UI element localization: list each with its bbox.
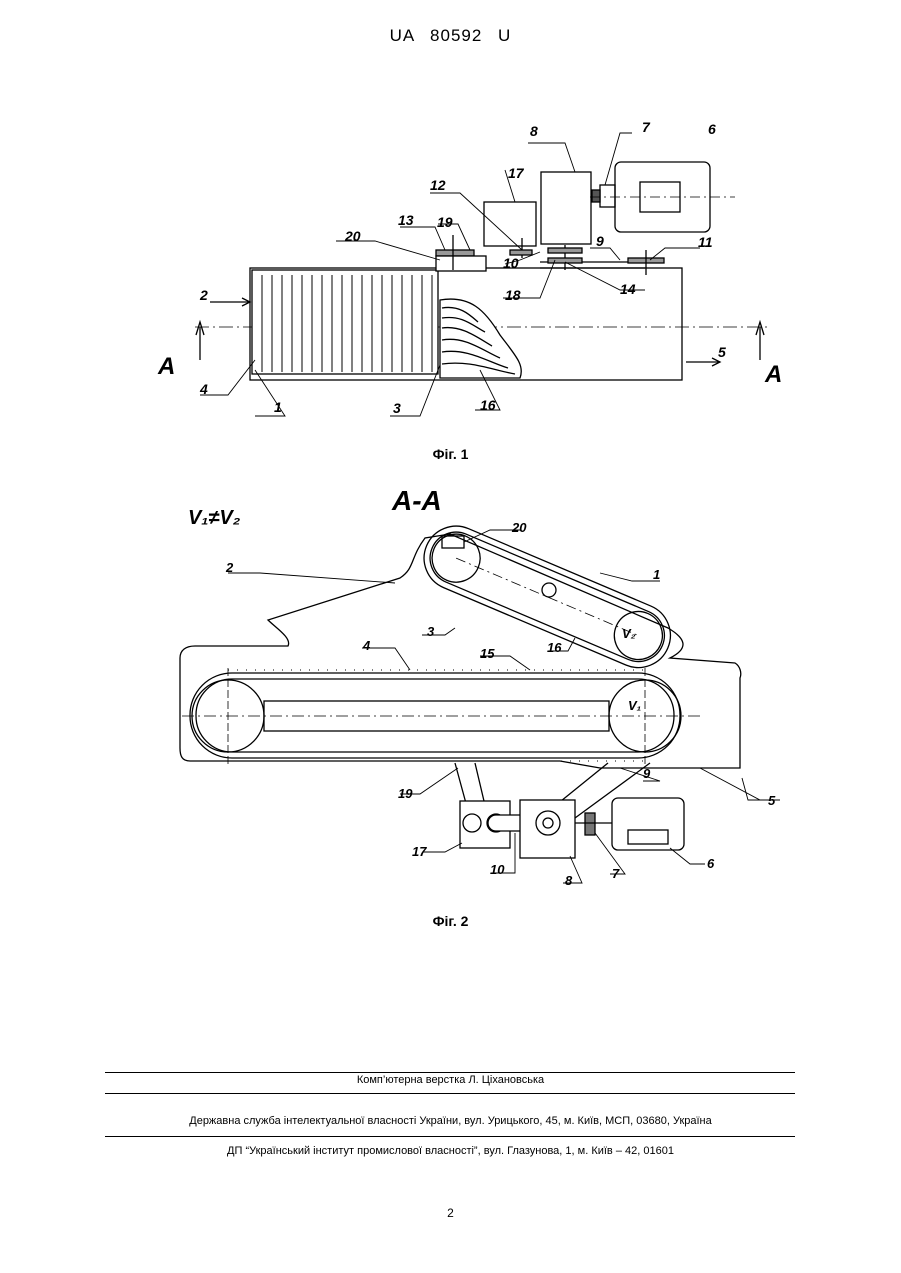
fig2-label-8: 8 (565, 873, 573, 888)
fig1-label-7: 7 (642, 119, 651, 135)
fig1-label-14: 14 (620, 281, 636, 297)
fig2-v1-label: V₁ (628, 698, 641, 713)
footer-rule-bottom (105, 1136, 795, 1137)
figure-1-drawing: 8 7 6 17 12 13 19 20 9 11 10 18 14 2 5 4… (0, 110, 901, 430)
footer-agency: Державна служба інтелектуальної власност… (0, 1115, 901, 1127)
fig2-label-17: 17 (412, 844, 427, 859)
fig1-label-4: 4 (199, 381, 208, 397)
fig1-label-10: 10 (503, 255, 519, 271)
fig1-label-17: 17 (508, 165, 525, 181)
figure-2-caption: Фіг. 2 (0, 913, 901, 929)
fig1-label-20: 20 (344, 228, 361, 244)
fig1-label-13: 13 (398, 212, 414, 228)
patent-number: UA 80592 U (0, 26, 901, 46)
fig2-label-20: 20 (511, 520, 527, 535)
fig2-label-9: 9 (643, 766, 651, 781)
fig1-label-6: 6 (708, 121, 716, 137)
footer-institute: ДП “Український інститут промислової вла… (0, 1145, 901, 1157)
figure-1-caption: Фіг. 1 (0, 446, 901, 462)
footer-rule-top (105, 1072, 795, 1073)
footer-typesetting: Комп’ютерна верстка Л. Ціхановська (0, 1074, 901, 1086)
fig2-label-4: 4 (362, 638, 371, 653)
fig1-label-16: 16 (480, 397, 496, 413)
fig2-label-15: 15 (480, 646, 495, 661)
fig1-label-11: 11 (698, 234, 713, 250)
fig2-label-6: 6 (707, 856, 715, 871)
fig1-label-18: 18 (505, 287, 521, 303)
fig1-label-5: 5 (718, 344, 726, 360)
fig1-label-8: 8 (530, 123, 538, 139)
fig1-section-mark-right: A (764, 361, 782, 388)
fig2-label-10: 10 (490, 862, 505, 877)
fig2-label-7: 7 (612, 866, 620, 881)
page-number: 2 (0, 1206, 901, 1220)
fig2-velocity-note: V₁≠V₂ (188, 507, 241, 529)
fig1-label-1: 1 (274, 399, 282, 415)
fig2-label-16: 16 (547, 640, 562, 655)
fig2-label-2: 2 (225, 560, 234, 575)
fig1-label-12: 12 (430, 177, 446, 193)
fig2-label-3: 3 (427, 624, 435, 639)
figure-2-drawing: 20 2 1 3 16 4 15 19 9 5 17 10 8 7 6 V₂ V… (0, 478, 901, 898)
fig1-label-2: 2 (199, 287, 208, 303)
fig1-label-19: 19 (437, 214, 453, 230)
fig2-v2-label: V₂ (622, 626, 636, 641)
footer-rule-middle (105, 1093, 795, 1094)
fig1-section-mark-left: A (157, 353, 175, 380)
fig1-label-3: 3 (393, 400, 401, 416)
fig2-label-19: 19 (398, 786, 413, 801)
fig2-section-title: A-A (391, 485, 442, 516)
fig1-label-9: 9 (596, 233, 604, 249)
fig2-label-1: 1 (653, 567, 660, 582)
fig2-label-5: 5 (768, 793, 776, 808)
